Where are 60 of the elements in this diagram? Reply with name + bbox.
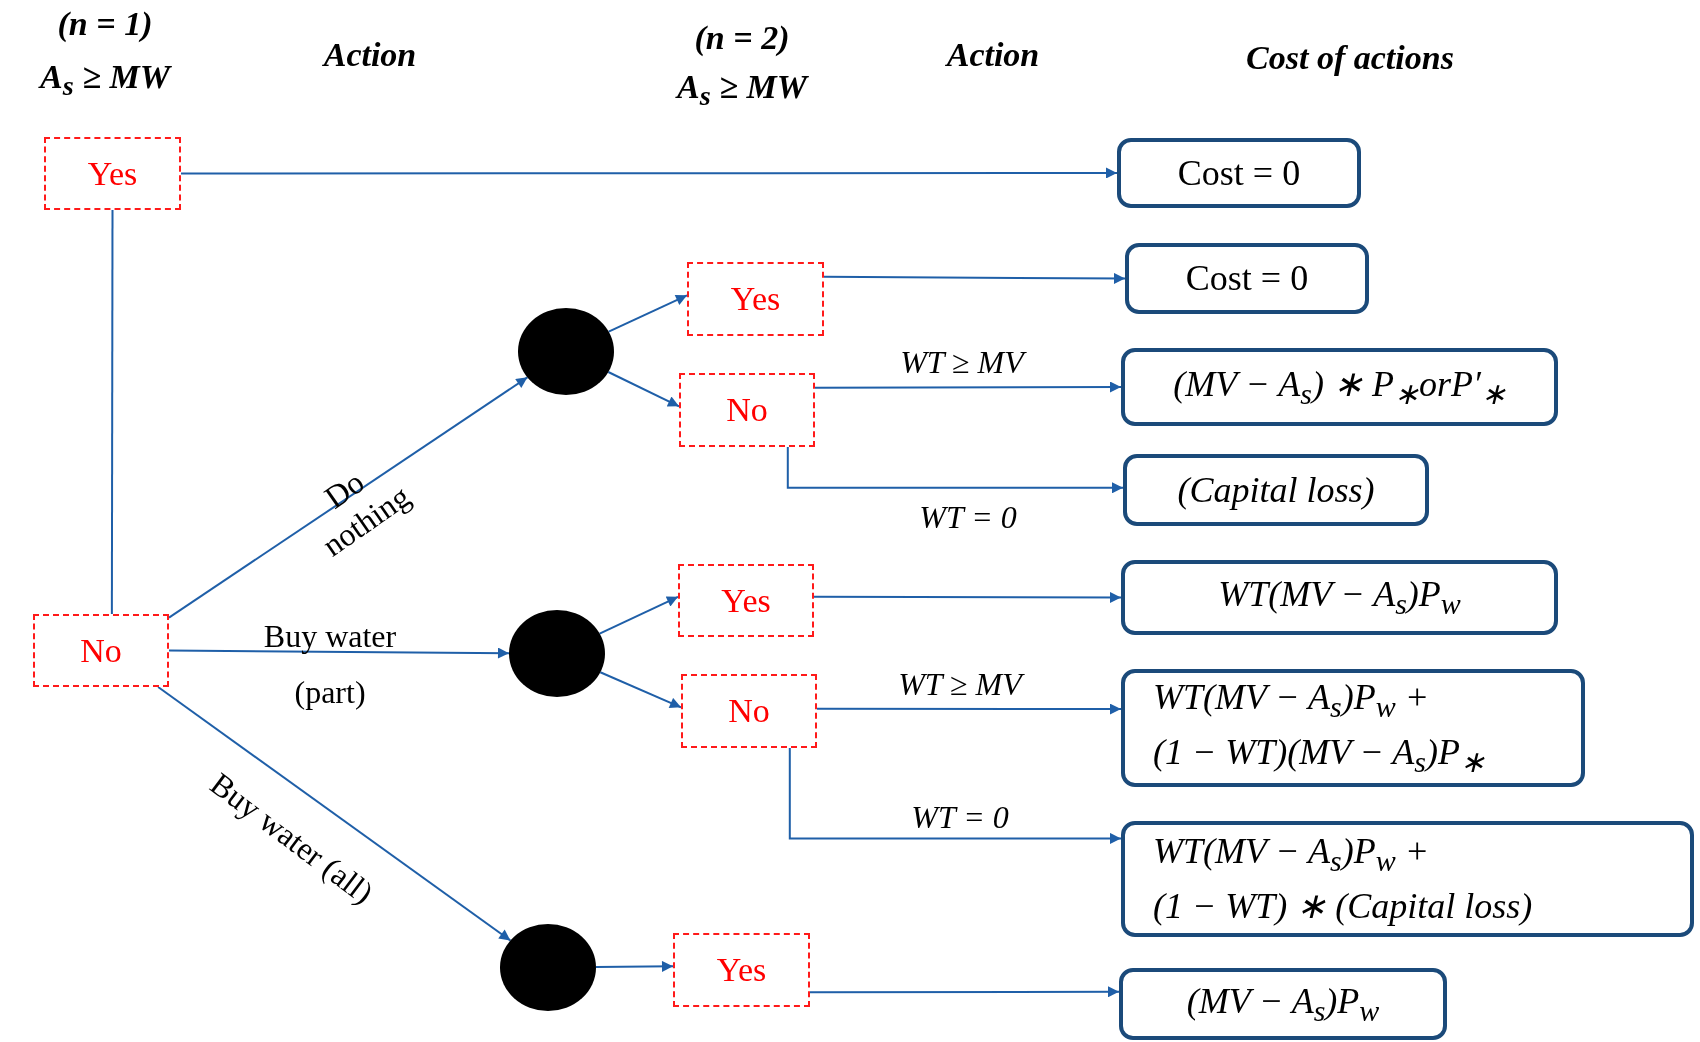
column-heading: Cost of actions bbox=[1246, 39, 1454, 77]
edge-label: Buy water (part) bbox=[263, 617, 397, 712]
cost-formula: (Capital loss) bbox=[1177, 468, 1375, 512]
decision-box bbox=[678, 564, 814, 637]
decision-box bbox=[673, 933, 810, 1007]
column-heading: (n = 2) bbox=[694, 19, 790, 57]
column-heading: Action bbox=[323, 36, 417, 74]
column-heading: A$_{s}$ ≥ MW bbox=[40, 57, 170, 103]
decision-label: No bbox=[80, 631, 122, 670]
decision-box bbox=[44, 137, 181, 210]
arrow bbox=[809, 986, 1120, 998]
chance-node-circle bbox=[518, 308, 614, 395]
cost-formula: (MV − A$_{s}$) ∗ P$_{∗}$orP′$_{∗}$ bbox=[1173, 362, 1506, 412]
cost-formula: WT(MV − A$_{s}$)P$_{w}$ + (1 − WT) ∗ (Capital loss) bbox=[1153, 830, 1533, 929]
cost-box bbox=[1121, 821, 1694, 937]
column-heading: Action bbox=[946, 36, 1040, 74]
decision-label: No bbox=[726, 391, 768, 429]
cost-box bbox=[1121, 560, 1558, 635]
cost-box bbox=[1119, 968, 1447, 1040]
column-heading: A$_{s}$ ≥ MW bbox=[677, 67, 807, 113]
arrow bbox=[180, 167, 1118, 179]
decision-label: Yes bbox=[730, 280, 781, 318]
chance-node-circle bbox=[509, 610, 605, 697]
edge-label: WT = 0 bbox=[919, 498, 1017, 536]
decision-label: Yes bbox=[716, 951, 767, 989]
cost-box bbox=[1121, 348, 1558, 426]
arrow bbox=[168, 376, 529, 619]
arrow bbox=[816, 703, 1122, 715]
arrow bbox=[607, 371, 680, 408]
decision-box bbox=[679, 373, 815, 447]
arrow bbox=[168, 647, 510, 659]
cost-box bbox=[1125, 243, 1369, 314]
cost-box bbox=[1117, 138, 1361, 208]
arrow bbox=[814, 381, 1122, 393]
decision-label: No bbox=[728, 692, 770, 730]
edge-label: WT = 0 bbox=[911, 798, 1009, 836]
cost-formula: Cost = 0 bbox=[1177, 151, 1301, 195]
arrow bbox=[607, 294, 688, 333]
cost-formula: WT(MV − A$_{s}$)P$_{w}$ bbox=[1218, 573, 1461, 623]
arrow bbox=[598, 595, 679, 635]
arrow bbox=[823, 272, 1126, 284]
decision-box bbox=[681, 674, 817, 748]
cost-formula: (MV − A$_{s}$)P$_{w}$ bbox=[1186, 979, 1380, 1029]
decision-box bbox=[687, 262, 824, 336]
arrow bbox=[595, 960, 674, 972]
decision-label: Yes bbox=[721, 581, 771, 620]
cost-box bbox=[1123, 454, 1429, 526]
chance-node-circle bbox=[500, 924, 596, 1011]
cost-formula: WT(MV − A$_{s}$)P$_{w}$ + (1 − WT)(MV − A$_{s}$)P$_{∗}$ bbox=[1153, 676, 1485, 781]
decision-box bbox=[33, 614, 169, 687]
decision-label: Yes bbox=[87, 154, 138, 193]
edge-label: Buy water (all) bbox=[203, 764, 381, 912]
arrow bbox=[786, 446, 1124, 494]
arrow bbox=[157, 686, 512, 942]
arrow bbox=[599, 671, 682, 709]
arrow bbox=[813, 592, 1122, 603]
column-heading: (n = 1) bbox=[57, 5, 153, 43]
arrow bbox=[788, 747, 1122, 844]
cost-formula: Cost = 0 bbox=[1185, 257, 1309, 301]
cost-box bbox=[1121, 669, 1585, 787]
